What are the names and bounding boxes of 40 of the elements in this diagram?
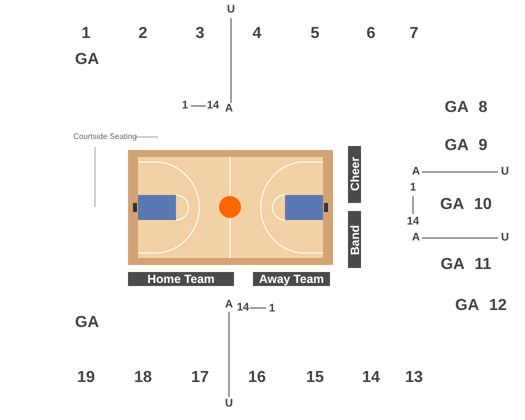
section-label: GA 8 bbox=[444, 100, 488, 116]
row-number: 1 bbox=[182, 100, 188, 112]
section-label: GA bbox=[75, 315, 99, 331]
section-sign: Band bbox=[348, 211, 361, 268]
bench-sign: Home Team bbox=[128, 272, 234, 286]
area-label: Courtside Seating bbox=[73, 133, 137, 141]
section-number: 16 bbox=[248, 370, 266, 386]
aisle-letter: A bbox=[225, 104, 233, 114]
aisle-letter: A bbox=[225, 300, 233, 310]
section-label: GA 10 bbox=[440, 197, 492, 213]
section-number: 4 bbox=[252, 26, 262, 42]
section-number: 18 bbox=[134, 370, 152, 386]
section-label: GA 9 bbox=[444, 138, 488, 154]
section-number: 7 bbox=[410, 26, 418, 42]
section-number: 6 bbox=[366, 26, 376, 42]
row-number: 1 bbox=[410, 182, 416, 194]
section-number: 5 bbox=[310, 26, 320, 42]
section-number: 14 bbox=[362, 370, 380, 386]
section-number: 19 bbox=[77, 370, 95, 386]
section-sign: Cheer bbox=[348, 146, 361, 203]
aisle-letter: U bbox=[227, 4, 235, 16]
row-number: 14 bbox=[206, 100, 220, 112]
section-number: 1 bbox=[82, 26, 90, 42]
aisle-letter: U bbox=[501, 232, 509, 244]
section-number: 3 bbox=[196, 26, 204, 42]
section-label: GA 12 bbox=[455, 298, 507, 314]
section-number: 15 bbox=[306, 370, 324, 386]
section-label: GA bbox=[75, 52, 99, 68]
section-label: GA 11 bbox=[440, 257, 492, 273]
bench-sign: Away Team bbox=[253, 272, 330, 286]
aisle-letter: A bbox=[412, 166, 420, 178]
row-number: 14 bbox=[236, 302, 250, 314]
aisle-letter: U bbox=[501, 166, 509, 178]
section-number: 2 bbox=[138, 26, 148, 42]
row-number: 14 bbox=[406, 216, 420, 228]
section-number: 13 bbox=[405, 370, 423, 386]
aisle-letter: U bbox=[225, 398, 233, 410]
section-number: 17 bbox=[191, 370, 209, 386]
row-number: 1 bbox=[268, 304, 276, 314]
aisle-letter: A bbox=[412, 232, 420, 244]
